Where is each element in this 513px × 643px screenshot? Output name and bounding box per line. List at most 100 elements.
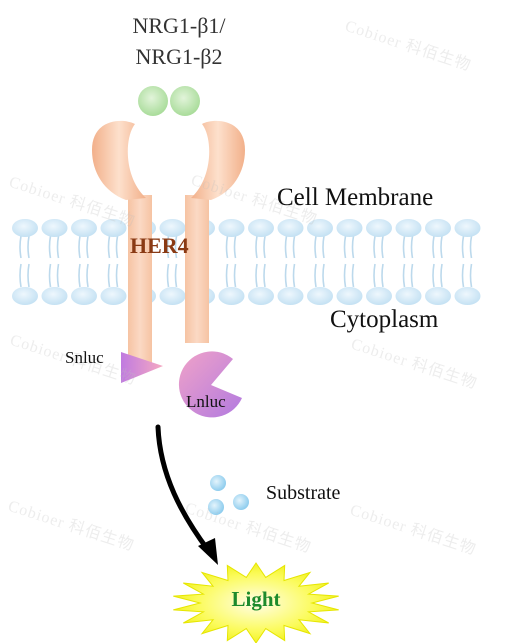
lipid-tail xyxy=(314,263,317,288)
substrate-molecule-icon xyxy=(208,499,224,515)
lipid-tail xyxy=(410,263,414,288)
lipid-tail xyxy=(381,263,384,288)
lipid-head xyxy=(100,219,127,237)
lipid-tail xyxy=(432,263,435,288)
lipid-head xyxy=(12,219,38,237)
arrow-head-icon xyxy=(198,538,218,565)
lipid-tail xyxy=(56,263,60,288)
ligand-right-icon xyxy=(170,86,200,116)
lipid-head xyxy=(307,219,333,237)
lipid-tail xyxy=(166,235,170,259)
lipid-head xyxy=(366,287,392,305)
lipid-tail xyxy=(174,263,178,288)
receptor-arm-left xyxy=(92,120,146,200)
lipid-tail xyxy=(322,235,325,259)
lipid-tail xyxy=(284,263,288,288)
substrate-molecule-icon xyxy=(210,475,226,491)
lipid-tail xyxy=(263,235,266,259)
lipid-tail xyxy=(410,235,414,259)
lipid-tail xyxy=(27,235,30,259)
lipid-tail xyxy=(255,263,258,288)
snluc-label: Snluc xyxy=(65,348,104,367)
lipid-tail xyxy=(107,263,111,288)
light-label: Light xyxy=(231,587,281,611)
lipid-tail xyxy=(469,235,473,259)
lnluc-label: Lnluc xyxy=(186,392,226,411)
lipid-tail xyxy=(351,263,355,288)
lipid-head xyxy=(336,287,363,305)
lipid-head xyxy=(454,219,481,237)
lipid-tail xyxy=(402,235,406,259)
ligand-label-line2: NRG1-β2 xyxy=(135,44,223,69)
lipid-tail xyxy=(56,235,60,259)
lipid-head xyxy=(248,287,274,305)
lipid-head xyxy=(248,219,274,237)
ligand-left-icon xyxy=(138,86,168,116)
lipid-tail xyxy=(469,263,473,288)
lipid-tail xyxy=(48,263,52,288)
membrane-label: Cell Membrane xyxy=(277,184,434,211)
lipid-tail xyxy=(402,263,406,288)
lipid-head xyxy=(100,287,127,305)
lipid-tail xyxy=(107,235,111,259)
lipid-head xyxy=(71,287,97,305)
lipid-tail xyxy=(225,235,229,259)
lipid-head xyxy=(395,287,422,305)
lipid-tail xyxy=(233,235,237,259)
lipid-tail xyxy=(174,235,178,259)
lipid-tail xyxy=(233,263,237,288)
lipid-tail xyxy=(461,235,465,259)
lipid-head xyxy=(366,219,392,237)
lipid-head xyxy=(425,219,451,237)
lipid-tail xyxy=(351,235,355,259)
lipid-tail xyxy=(440,235,443,259)
receptor-stem-left xyxy=(128,195,152,367)
lipid-tail xyxy=(381,235,384,259)
lipid-tail xyxy=(314,235,317,259)
lipid-tail xyxy=(19,235,22,259)
lipid-tail xyxy=(343,263,347,288)
lipid-head xyxy=(159,219,186,237)
lipid-tail xyxy=(225,263,229,288)
lipid-tail xyxy=(115,263,119,288)
lipid-tail xyxy=(86,263,89,288)
lipid-tail xyxy=(263,263,266,288)
lipid-tail xyxy=(432,235,435,259)
lipid-head xyxy=(218,287,245,305)
substrate-label: Substrate xyxy=(266,482,341,504)
lipid-head xyxy=(218,219,245,237)
lipid-tail xyxy=(284,235,288,259)
substrate-molecule-icon xyxy=(233,494,249,510)
receptor-label: HER4 xyxy=(130,233,189,258)
lipid-head xyxy=(336,219,363,237)
lipid-tail xyxy=(166,263,170,288)
lipid-tail xyxy=(373,263,376,288)
light-burst-icon xyxy=(173,562,339,643)
receptor-stem-right xyxy=(185,195,209,343)
lipid-tail xyxy=(322,263,325,288)
lipid-tail xyxy=(292,263,296,288)
lipid-tail xyxy=(343,235,347,259)
lipid-tail xyxy=(27,263,30,288)
lipid-head xyxy=(454,287,481,305)
lnluc-fragment-icon xyxy=(178,351,242,418)
reaction-arrow xyxy=(155,424,211,553)
lipid-head xyxy=(71,219,97,237)
lipid-head xyxy=(395,219,422,237)
lipid-head xyxy=(159,287,186,305)
lipid-tail xyxy=(461,263,465,288)
lipid-tail xyxy=(78,235,81,259)
lipid-tail xyxy=(373,235,376,259)
ligand-label: NRG1-β1/ NRG1-β2 xyxy=(104,10,254,72)
lipid-head xyxy=(41,219,68,237)
cytoplasm-label: Cytoplasm xyxy=(330,306,439,333)
lipid-head xyxy=(277,219,304,237)
lipid-tail xyxy=(19,263,22,288)
receptor-arm-right xyxy=(191,120,245,200)
lipid-bilayer xyxy=(12,219,481,305)
snluc-fragment-icon xyxy=(121,352,163,383)
lipid-tail xyxy=(440,263,443,288)
lipid-head xyxy=(41,287,68,305)
